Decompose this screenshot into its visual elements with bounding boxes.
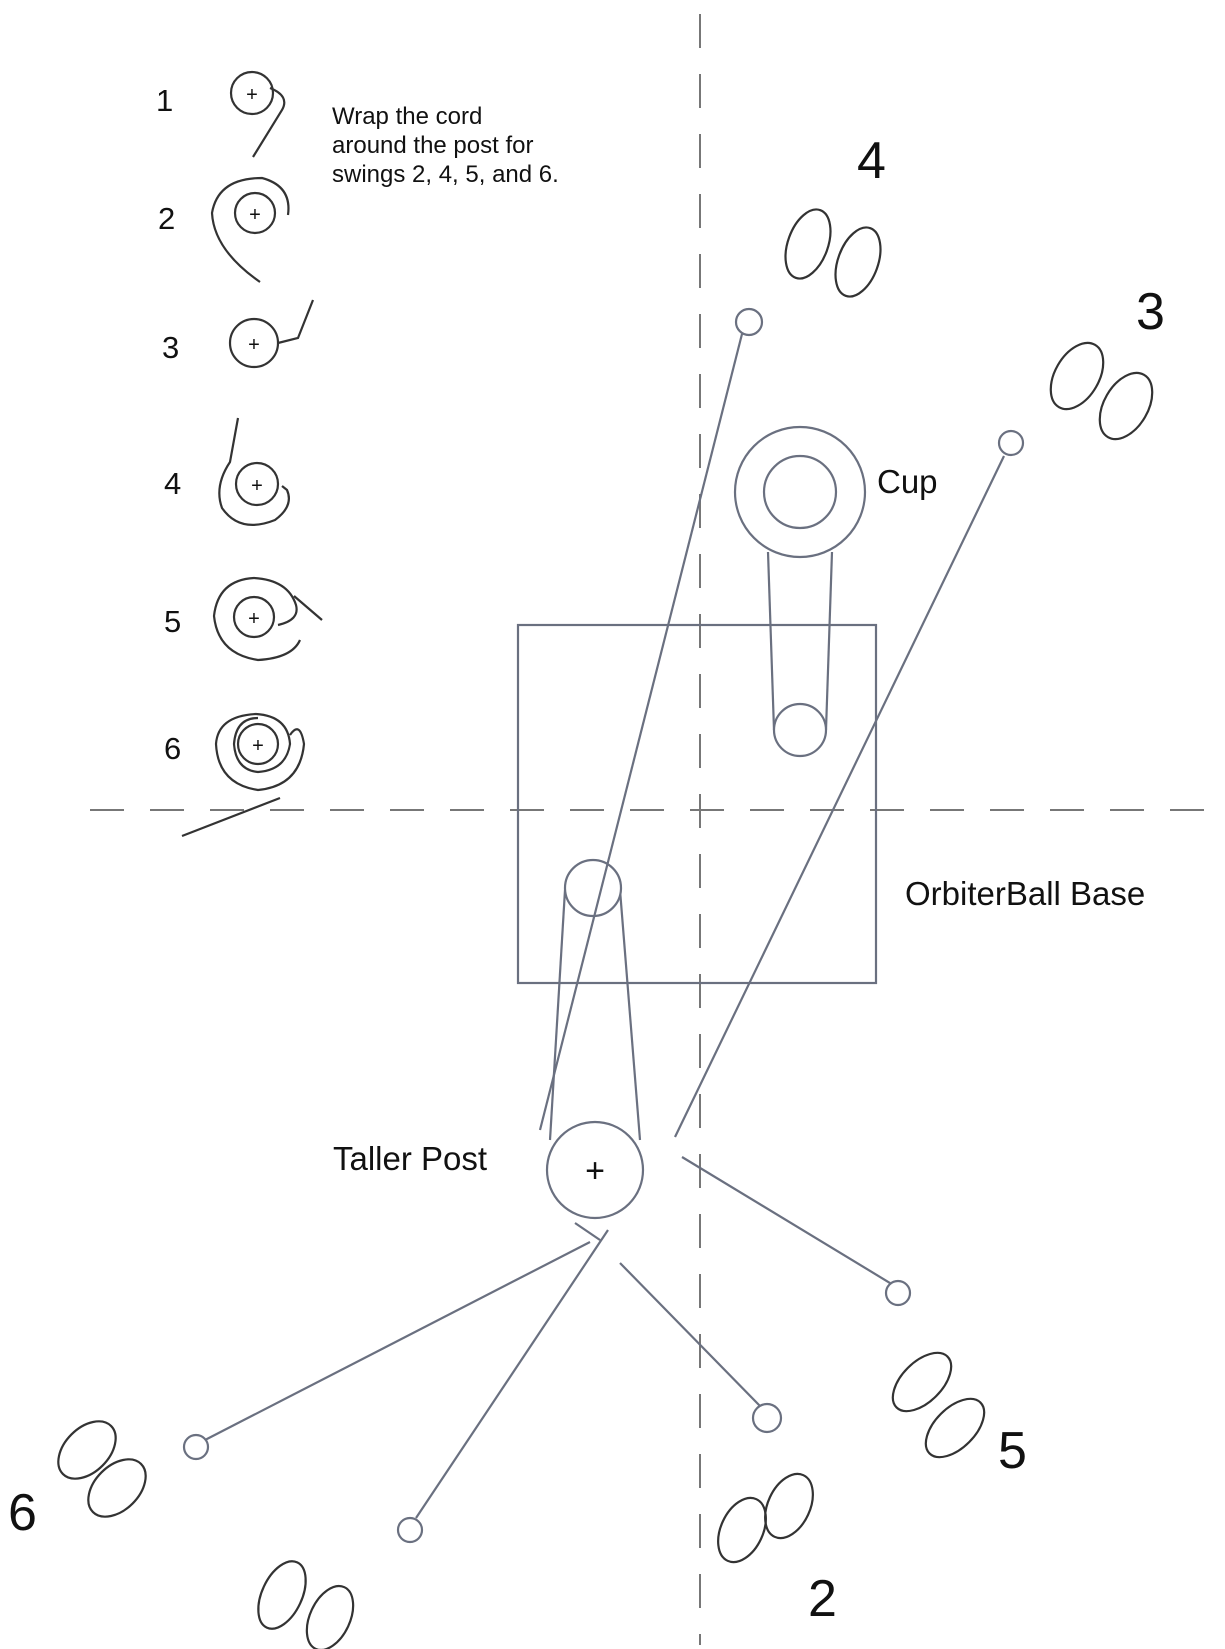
wrap-instructions: Wrap the cord around the post for swings… (332, 103, 559, 188)
taller-post-arm: + (545, 858, 645, 1220)
swing-number-2: 2 (808, 1570, 837, 1628)
post-cross-6: + (252, 735, 264, 757)
wrap-diagram-1: + (229, 70, 286, 158)
swing-number-5: 5 (998, 1422, 1027, 1480)
legend-number-1: 1 (156, 83, 173, 118)
footprints-swing-2 (717, 1472, 814, 1564)
post-cross-3: + (248, 334, 260, 356)
wrap-diagram-2: + (210, 176, 290, 283)
post-cross-1: + (246, 84, 258, 106)
wrap-diagram-3: + (228, 299, 315, 369)
footprints-swing-6 (57, 1420, 147, 1518)
swing-number-4: 4 (857, 132, 886, 190)
taller-post-cross: + (585, 1152, 605, 1190)
footprints-swing-5 (891, 1351, 986, 1459)
legend-number-3: 3 (162, 330, 179, 365)
base-label: OrbiterBall Base (905, 875, 1145, 912)
footprints-swing-4 (784, 208, 882, 298)
instruction-line-3: swings 2, 4, 5, and 6. (332, 161, 559, 188)
instruction-line-2: around the post for (332, 132, 533, 159)
wrap-legend: 1 + 2 + 3 + 4 + 5 (156, 70, 323, 838)
swing-cords (182, 307, 1025, 1544)
post-cross-4: + (251, 475, 263, 497)
legend-number-6: 6 (164, 731, 181, 766)
wrap-diagram-4: + (218, 417, 290, 526)
swing-number-6: 6 (8, 1484, 37, 1542)
wrap-diagram-5: + (212, 576, 323, 662)
footprints (57, 208, 1154, 1649)
footprints-swing-3 (1049, 341, 1154, 441)
taller-post-label: Taller Post (333, 1140, 487, 1177)
cup-label: Cup (877, 463, 938, 500)
swing-number-3: 3 (1136, 283, 1165, 341)
orbiterball-base (516, 623, 878, 985)
legend-number-4: 4 (164, 466, 181, 501)
footprints-lower (257, 1560, 355, 1649)
post-cross-2: + (249, 204, 261, 226)
legend-number-2: 2 (158, 201, 175, 236)
post-cross-5: + (248, 608, 260, 630)
cup-arm (733, 425, 867, 758)
instruction-line-1: Wrap the cord (332, 103, 482, 130)
legend-number-5: 5 (164, 604, 181, 639)
wrap-diagram-6: + (181, 712, 306, 838)
